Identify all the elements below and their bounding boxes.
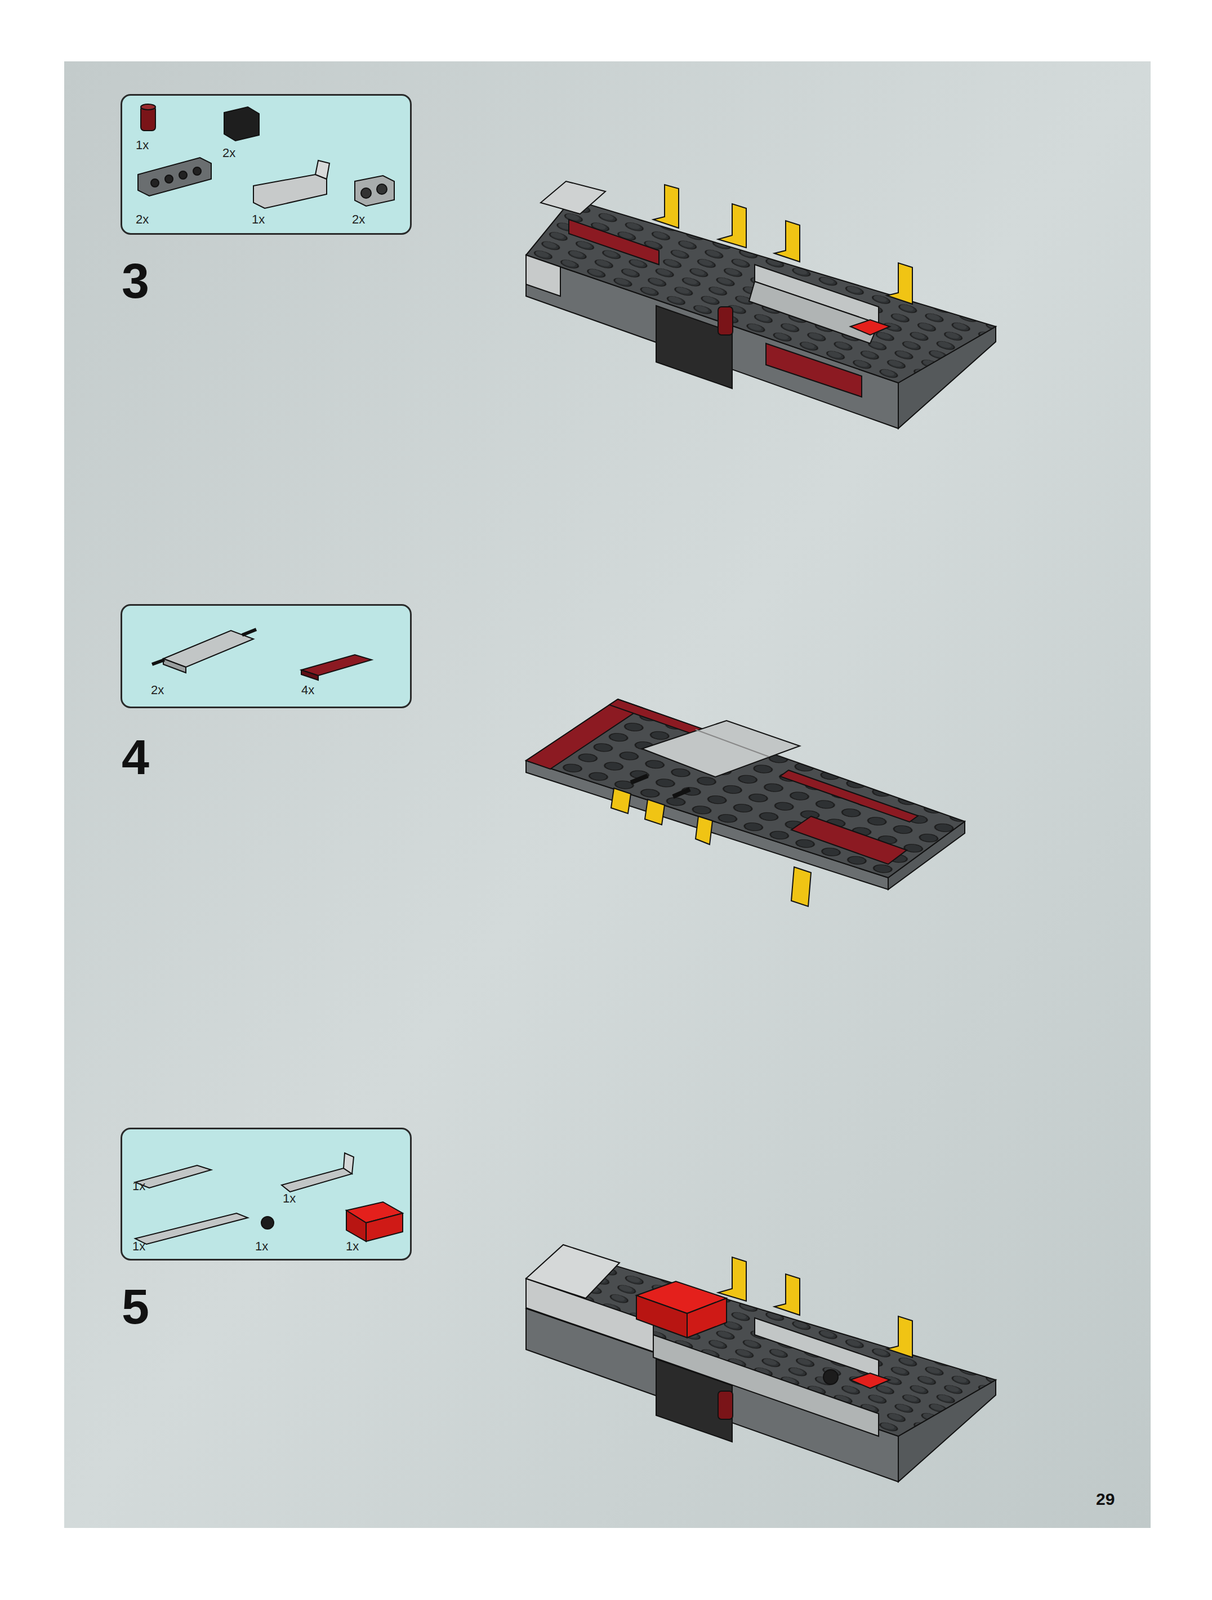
page-number: 29 [1095,1490,1115,1510]
parts-callout-box: 1x 1x 1x 1x 1x [120,1128,412,1261]
step-number: 4 [121,728,150,787]
step-number: 3 [121,252,150,310]
part-count: 1x [132,1239,146,1255]
part-count: 2x [135,212,149,227]
part-count: 2x [351,212,365,227]
part-count: 1x [132,1179,146,1194]
part-count: 1x [135,137,149,153]
part-count: 1x [251,212,265,227]
part-count: 1x [345,1239,359,1255]
part-count: 2x [222,145,236,161]
part-count: 1x [255,1239,269,1255]
part-count: 4x [301,683,315,698]
parts-callout-box: 2x 4x [120,604,412,709]
step-number: 5 [121,1278,150,1336]
part-count: 1x [282,1191,296,1207]
parts-callout-box: 1x 2x 2x 1x 2x [120,94,412,235]
part-count: 2x [150,683,164,698]
